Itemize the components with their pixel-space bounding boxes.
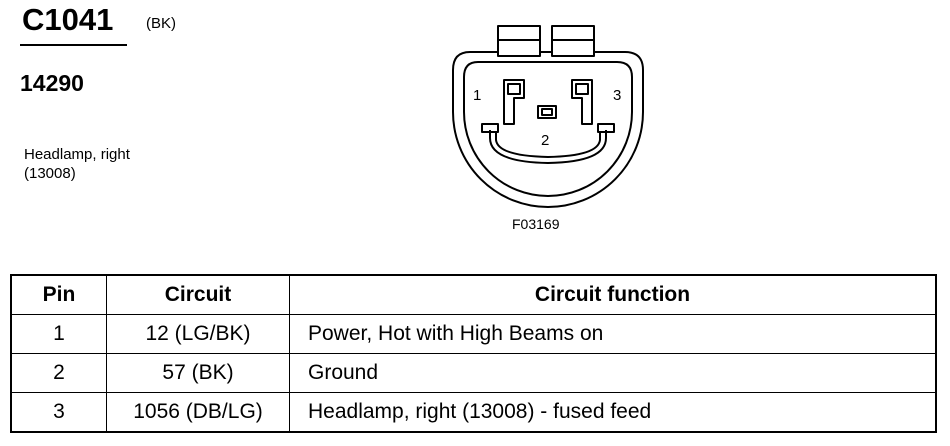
pin-2-terminal (537, 105, 557, 119)
circuit-function-cell: Power, Hot with High Beams on (289, 314, 937, 354)
pin-3-terminal (571, 79, 593, 125)
pin-label-3: 3 (613, 87, 621, 104)
part-number: 14290 (20, 70, 84, 96)
table-row: 1 12 (LG/BK) Power, Hot with High Beams … (10, 314, 937, 354)
circuit-cell: 12 (LG/BK) (106, 314, 290, 354)
pin-table: Pin Circuit Circuit function 1 12 (LG/BK… (10, 274, 937, 433)
connector-description: Headlamp, right (13008) (24, 145, 130, 183)
pin-cell: 3 (10, 392, 107, 433)
terminal-cavity (489, 130, 607, 164)
circuit-function-cell: Ground (289, 353, 937, 393)
column-header-circuit-function: Circuit function (289, 274, 937, 315)
connector-id: C1041 (22, 2, 114, 37)
description-line-2: (13008) (24, 165, 76, 182)
circuit-cell: 1056 (DB/LG) (106, 392, 290, 433)
table-row: 3 1056 (DB/LG) Headlamp, right (13008) -… (10, 392, 937, 433)
connector-face-diagram: 1 2 3 (452, 25, 644, 208)
figure-id: F03169 (512, 216, 560, 232)
connector-color-code: (BK) (146, 15, 176, 32)
column-header-pin: Pin (10, 274, 107, 315)
circuit-cell: 57 (BK) (106, 353, 290, 393)
pin-cell: 1 (10, 314, 107, 354)
pin-label-1: 1 (473, 87, 481, 104)
column-header-circuit: Circuit (106, 274, 290, 315)
title-underline (20, 44, 127, 46)
connector-housing-outline (452, 51, 644, 208)
pin-1-terminal (503, 79, 525, 125)
table-header-row: Pin Circuit Circuit function (10, 274, 937, 315)
circuit-function-cell: Headlamp, right (13008) - fused feed (289, 392, 937, 433)
connector-housing-inner (463, 61, 633, 197)
table-row: 2 57 (BK) Ground (10, 353, 937, 393)
pin-cell: 2 (10, 353, 107, 393)
description-line-1: Headlamp, right (24, 146, 130, 163)
pin-label-2: 2 (541, 132, 549, 149)
